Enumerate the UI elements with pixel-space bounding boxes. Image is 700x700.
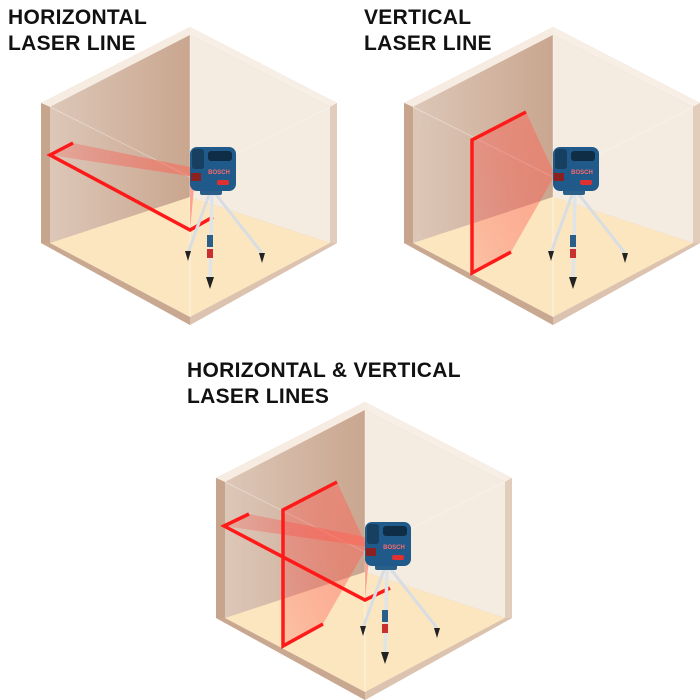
room-panel-cross: BOSCH [215,401,513,700]
vertical-laser-line [281,480,338,649]
title-line-2: LASER LINE [364,32,492,55]
laser-beam-fan [50,143,195,230]
panel-title-horizontal: HORIZONTAL LASER LINE [8,5,147,57]
title-line-2: LASER LINE [8,32,136,55]
title-line-2: LASER LINES [187,385,330,408]
device-brand-label: BOSCH [571,170,593,176]
device-brand-label: BOSCH [383,545,405,551]
title-line-1: HORIZONTAL [8,6,148,29]
title-line-1: HORIZONTAL & VERTICAL [187,359,461,382]
laser-beam-fan [472,112,555,273]
vertical-laser-line [470,110,527,276]
panel-title-vertical: VERTICAL LASER LINE [364,5,492,57]
room-panel-horizontal: BOSCH [40,26,338,326]
title-line-1: VERTICAL [364,6,472,29]
panel-title-cross: HORIZONTAL & VERTICAL LASER LINES [187,358,461,410]
horizontal-laser-line [46,141,214,232]
horizontal-laser-line [220,512,391,602]
device-brand-label: BOSCH [208,170,230,176]
laser-beam-fan-vertical [283,482,367,646]
room-panel-vertical: BOSCH [403,26,700,326]
